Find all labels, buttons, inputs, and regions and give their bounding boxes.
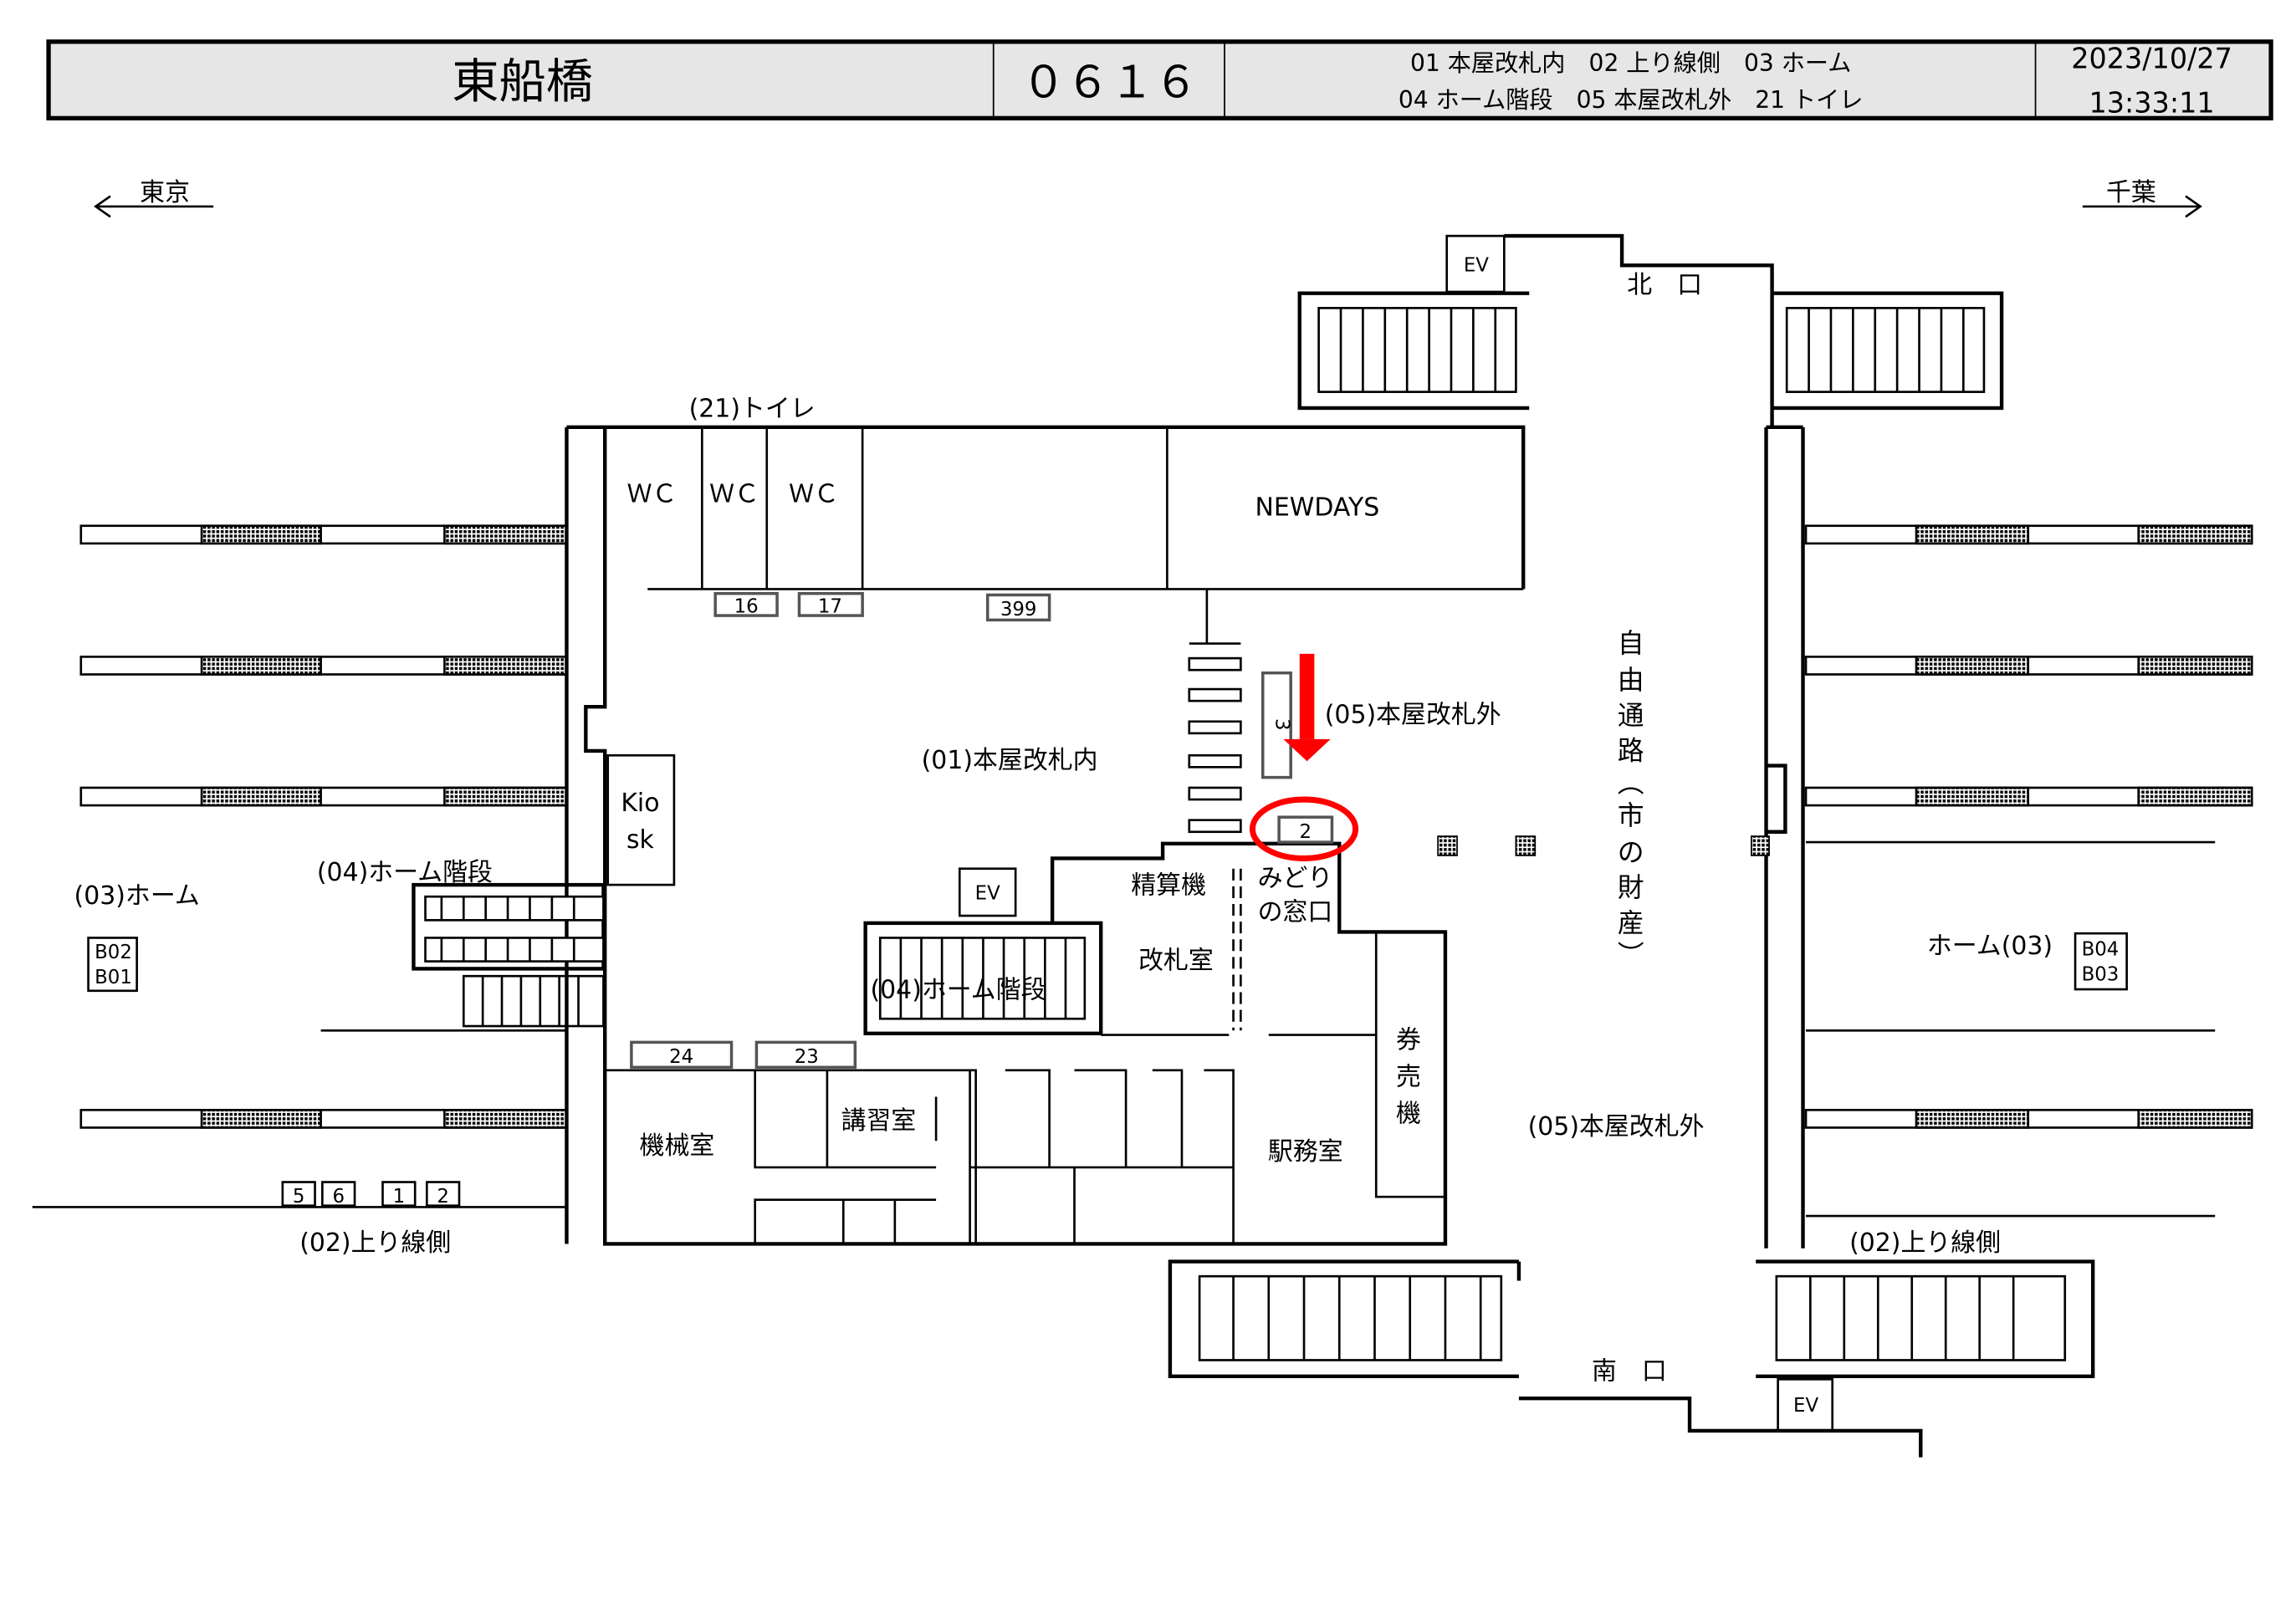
svg-text:5: 5 bbox=[293, 1186, 305, 1208]
ticket-machine: 券 売 機 bbox=[1101, 932, 1445, 1198]
box-399: 399 bbox=[985, 593, 1051, 622]
svg-text:399: 399 bbox=[1000, 599, 1037, 620]
wc-2: ＷＣ bbox=[709, 480, 759, 509]
svg-text:EV: EV bbox=[1464, 254, 1489, 276]
svg-text:東京: 東京 bbox=[140, 178, 190, 207]
platform-right-label: ホーム(03) bbox=[1927, 932, 2053, 961]
svg-text:市: 市 bbox=[1618, 801, 1644, 831]
stairs-north-left bbox=[1297, 291, 1530, 411]
svg-text:路: 路 bbox=[1618, 737, 1644, 767]
svg-text:23: 23 bbox=[795, 1046, 819, 1068]
box-16: 16 bbox=[713, 591, 779, 618]
interior-rooms bbox=[605, 1069, 1235, 1244]
marker-b04-b03: B04 B03 bbox=[2074, 932, 2128, 991]
svg-text:Kio: Kio bbox=[621, 789, 659, 818]
svg-text:6: 6 bbox=[332, 1186, 345, 1208]
date: 2023/10/27 bbox=[2071, 43, 2232, 75]
stairs-center-label: (04)ホーム階段 bbox=[870, 976, 1046, 1005]
midori-window-2: の窓口 bbox=[1258, 897, 1333, 927]
svg-text:3: 3 bbox=[1271, 718, 1293, 731]
station-office: 駅務室 bbox=[1268, 1137, 1343, 1167]
svg-text:財: 財 bbox=[1618, 873, 1644, 903]
svg-text:通: 通 bbox=[1618, 701, 1644, 731]
outside-gate-label-top: (05)本屋改札外 bbox=[1325, 701, 1501, 730]
box-17: 17 bbox=[797, 591, 864, 618]
toilet-label: (21)トイレ bbox=[689, 395, 816, 424]
time: 13:33:11 bbox=[2089, 86, 2215, 119]
midori-window-1: みどり bbox=[1258, 864, 1333, 893]
svg-text:産: 産 bbox=[1618, 908, 1644, 938]
station-name: 東船橋 bbox=[452, 55, 593, 110]
svg-text:EV: EV bbox=[975, 883, 1000, 905]
arrow-right-icon bbox=[2082, 195, 2202, 218]
svg-text:千葉: 千葉 bbox=[2106, 178, 2156, 207]
svg-text:16: 16 bbox=[734, 596, 759, 618]
svg-text:売: 売 bbox=[1396, 1062, 1421, 1091]
marker-b02-b01: B02 B01 bbox=[87, 937, 138, 993]
svg-text:B04: B04 bbox=[2082, 939, 2120, 961]
south-exit-label: 南 口 bbox=[1592, 1356, 1667, 1386]
svg-text:B03: B03 bbox=[2082, 963, 2120, 985]
pillars bbox=[1437, 835, 1770, 856]
box-2-highlighted[interactable]: 2 bbox=[1249, 796, 1359, 861]
svg-text:機: 機 bbox=[1396, 1099, 1421, 1128]
lecture-room: 講習室 bbox=[841, 1106, 917, 1136]
svg-text:2: 2 bbox=[1300, 821, 1312, 843]
svg-text:の: の bbox=[1618, 838, 1644, 868]
legend-line-2: 04 ホーム階段 05 本屋改札外 21 トイレ bbox=[1399, 86, 1864, 114]
wc-1: ＷＣ bbox=[627, 480, 678, 509]
elevator-center: EV bbox=[958, 867, 1017, 917]
machine-room: 機械室 bbox=[640, 1131, 715, 1161]
wc-3: ＷＣ bbox=[789, 480, 839, 509]
svg-text:券: 券 bbox=[1396, 1025, 1421, 1055]
platform-left-label: (03)ホーム bbox=[74, 881, 200, 911]
arrow-left-icon bbox=[94, 195, 214, 218]
elevator-north: EV bbox=[1445, 234, 1506, 294]
newdays-shop: NEWDAYS bbox=[1255, 493, 1379, 522]
direction-chiba: 千葉 bbox=[2082, 178, 2202, 218]
bottom-right-label: (02)上り線側 bbox=[1849, 1228, 2001, 1258]
inside-gate-label: (01)本屋改札内 bbox=[922, 746, 1098, 775]
svg-text:17: 17 bbox=[818, 596, 842, 618]
svg-text:︶: ︶ bbox=[1618, 941, 1644, 971]
kiosk: Kio sk bbox=[606, 753, 676, 886]
stairs-south-left bbox=[1168, 1259, 1521, 1379]
svg-text:由: 由 bbox=[1618, 666, 1644, 696]
svg-text:B01: B01 bbox=[95, 967, 132, 988]
box-3: 3 bbox=[1260, 671, 1293, 779]
north-exit-label: 北 口 bbox=[1627, 271, 1702, 300]
highlight-arrow-icon bbox=[1283, 653, 1331, 762]
box-24: 24 bbox=[630, 1040, 734, 1070]
car-markers: 5 6 1 2 bbox=[281, 1181, 461, 1208]
svg-text:24: 24 bbox=[669, 1046, 693, 1068]
stairs-south-right bbox=[1756, 1259, 2095, 1379]
stairs-center bbox=[863, 921, 1103, 1036]
svg-text:sk: sk bbox=[626, 825, 655, 855]
platform-tracks bbox=[32, 524, 2253, 1218]
svg-text:自: 自 bbox=[1618, 629, 1644, 659]
station-code: ０６１６ bbox=[1021, 58, 1198, 109]
outside-gate-label-bottom: (05)本屋改札外 bbox=[1528, 1112, 1705, 1141]
svg-text:B02: B02 bbox=[95, 942, 132, 963]
ticket-gates bbox=[1188, 589, 1242, 834]
stairs-left bbox=[412, 882, 606, 1028]
box-23: 23 bbox=[754, 1040, 857, 1070]
gate-room: 改札室 bbox=[1138, 946, 1214, 975]
fare-adjustment-machine: 精算機 bbox=[1131, 871, 1206, 901]
stairs-left-label: (04)ホーム階段 bbox=[317, 858, 493, 887]
svg-text:︵: ︵ bbox=[1618, 769, 1644, 799]
bottom-left-label: (02)上り線側 bbox=[299, 1228, 451, 1258]
elevator-south: EV bbox=[1777, 1378, 1834, 1432]
free-passage-label: 自 由 通 路 ︵ 市 の 財 産 ︶ bbox=[1618, 629, 1644, 971]
svg-text:EV: EV bbox=[1793, 1395, 1818, 1417]
svg-text:1: 1 bbox=[393, 1186, 406, 1208]
svg-text:2: 2 bbox=[437, 1186, 449, 1208]
legend-line-1: 01 本屋改札内 02 上り線側 03 ホーム bbox=[1410, 49, 1851, 77]
direction-tokyo: 東京 bbox=[94, 178, 214, 218]
header-bar: 東船橋 ０６１６ 01 本屋改札内 02 上り線側 03 ホーム 04 ホーム階… bbox=[46, 39, 2273, 120]
stairs-north-right bbox=[1772, 291, 2004, 411]
